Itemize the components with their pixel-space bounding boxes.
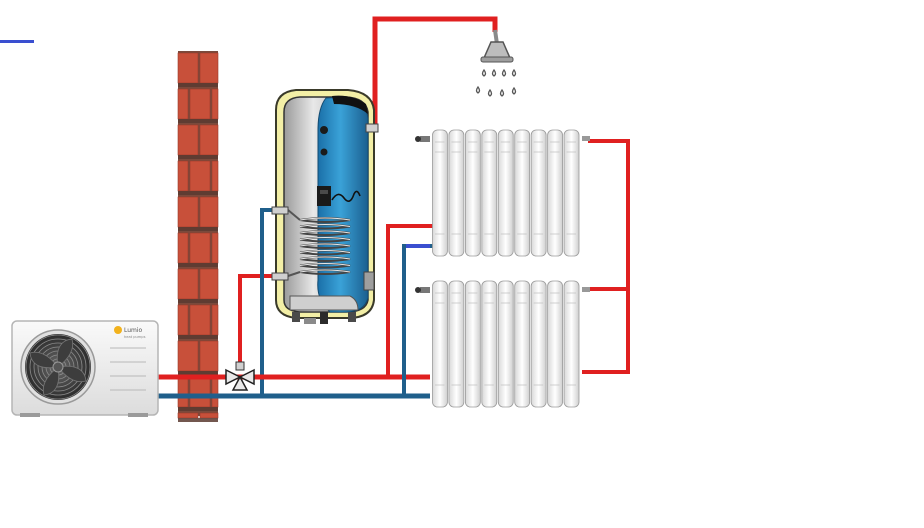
shower-hot-pipe (372, 16, 498, 132)
brand-name: Lumio (124, 327, 143, 334)
three-way-valve-icon (225, 361, 255, 391)
radiator-right-loop (582, 139, 630, 374)
brick-wall (177, 51, 219, 422)
radiator-upper (415, 129, 590, 257)
shower-head-icon (475, 29, 517, 97)
outdoor-heat-pump-unit: Lumio heat pumps (11, 320, 159, 417)
radiator-lower (415, 280, 590, 408)
sensor-port-icon (320, 148, 328, 156)
pipes (158, 16, 630, 399)
stray-mark (0, 40, 34, 43)
brand-logo-icon (114, 326, 122, 334)
brand-subtitle: heat pumps (124, 335, 146, 339)
unit-vent-lines (110, 347, 146, 391)
heating-coil (287, 209, 351, 277)
fan-icon (20, 329, 96, 405)
radiator-riser-hot (386, 224, 434, 377)
tank-control-box (317, 186, 331, 206)
radiator-riser-cold (402, 244, 434, 396)
coil-supply-pipe (238, 274, 272, 368)
water-tank (271, 89, 379, 324)
sensor-port-icon (320, 126, 328, 134)
